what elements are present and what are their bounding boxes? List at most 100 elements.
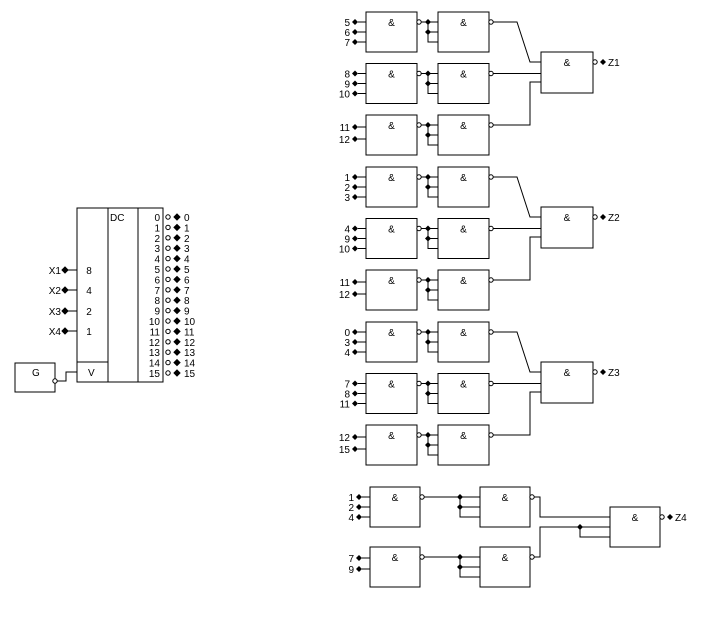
gate-input-terminal (352, 80, 358, 87)
and-gate-symbol: & (460, 18, 467, 29)
and-gate (365, 11, 418, 53)
decoder-output-label: 12 (184, 338, 196, 349)
decoder-output-index: 10 (149, 317, 161, 328)
and-gate-symbol: & (388, 18, 395, 29)
and-gate (437, 63, 490, 104)
final-output-label: Z3 (608, 368, 620, 379)
decoder-output-label: 10 (184, 317, 196, 328)
generator-output-bubble (52, 378, 58, 384)
gate-input-terminal (356, 514, 362, 520)
and-gate-symbol: & (460, 431, 467, 442)
group-z4: &124&&79&&Z4 (348, 486, 687, 588)
gate-input-terminal (356, 555, 362, 561)
and-gate-symbol: & (564, 58, 571, 69)
and-gate (437, 166, 490, 208)
decoder-output-index: 0 (154, 213, 160, 224)
tied-input-wire (459, 497, 480, 518)
and-gate (365, 114, 418, 156)
decoder-input-terminal (61, 286, 69, 294)
decoder-output-label: 3 (184, 244, 190, 255)
and-gate-symbol: & (564, 368, 571, 379)
gate-input-terminal (352, 329, 358, 335)
decoder-output-terminal (173, 358, 181, 367)
decoder-output-bubble (165, 245, 171, 251)
decoder-output-index: 14 (149, 359, 161, 370)
gate-output-bubble (419, 554, 425, 560)
gate-input-label: 5 (344, 18, 350, 29)
logic-groups: &567&&8910&&1112&&Z1&123&&4910&&1112&&Z2… (339, 11, 687, 588)
gate-input-terminal (352, 339, 358, 345)
decoder-output-label: 13 (184, 348, 196, 359)
final-output-bubble (592, 59, 598, 65)
decoder-enable-label: V (88, 368, 95, 379)
decoder-output-label: 11 (184, 327, 195, 338)
decoder-output-terminal (173, 327, 181, 336)
gate-input-label: 3 (344, 338, 350, 349)
final-output-label: Z4 (675, 513, 687, 524)
final-output-bubble (592, 369, 598, 375)
decoder-output-terminal (173, 223, 181, 232)
decoder-output-bubble (165, 255, 171, 262)
gate-output-bubble (488, 380, 494, 387)
gate-output-bubble (488, 432, 494, 438)
collector-wire (493, 391, 541, 436)
final-output-label: Z2 (608, 213, 620, 224)
decoder-input-terminal (61, 266, 69, 274)
decoder-output-terminal (173, 275, 181, 284)
decoder-output-bubble (165, 287, 171, 293)
and-gate-symbol: & (392, 493, 399, 504)
collector-wire (534, 496, 610, 518)
decoder-output-terminal (173, 213, 181, 221)
decoder-input-weight: 4 (86, 286, 92, 297)
gate-input-terminal (352, 90, 358, 97)
gate-input-label: 11 (340, 278, 351, 289)
gate-output-bubble (488, 329, 494, 335)
gate-input-label: 4 (348, 513, 354, 524)
and-gate-symbol: & (388, 380, 395, 391)
and-gate-symbol: & (388, 70, 395, 81)
generator-label: G (32, 368, 40, 379)
final-output-terminal (600, 214, 606, 220)
decoder-output-terminal (173, 338, 181, 346)
decoder-output-index: 2 (154, 234, 160, 245)
tied-input-wire (427, 177, 438, 198)
and-gate-symbol: & (502, 493, 509, 504)
decoder-output-index: 1 (154, 223, 160, 234)
and-gate (365, 269, 418, 311)
gate-input-terminal (352, 29, 358, 35)
and-gate-symbol: & (460, 276, 467, 287)
gate-input-label: 11 (340, 400, 351, 411)
decoder-output-terminal (173, 306, 181, 315)
gate-input-terminal (352, 194, 358, 200)
decoder-input-label: X1 (49, 266, 62, 277)
gate-input-label: 1 (344, 173, 350, 184)
gate-input-label: 7 (348, 554, 354, 565)
tied-input-wire (579, 527, 610, 538)
gate-output-bubble (416, 225, 422, 232)
decoder-output-terminal (173, 265, 181, 273)
gate-output-bubble (416, 329, 422, 335)
and-gate (540, 361, 594, 404)
and-gate (437, 114, 490, 156)
gate-input-terminal (352, 390, 358, 397)
final-output-terminal (600, 59, 606, 65)
and-gate-symbol: & (388, 225, 395, 236)
gate-output-bubble (488, 174, 494, 180)
tied-input-wire (427, 125, 438, 146)
gate-input-terminal (352, 70, 358, 77)
gate-output-bubble (488, 277, 494, 283)
decoder-output-terminal (173, 317, 181, 325)
gate-input-terminal (356, 494, 362, 500)
generator-enable-wire (57, 371, 77, 382)
decoder-input-terminal (61, 307, 69, 315)
gate-output-bubble (416, 122, 422, 128)
tied-input-wire (427, 73, 438, 94)
and-gate-symbol: & (460, 121, 467, 132)
gate-input-terminal (356, 566, 362, 572)
gate-input-label: 12 (339, 433, 351, 444)
decoder-input-weight: 1 (86, 327, 92, 338)
tied-input-wire (427, 332, 438, 353)
decoder-output-bubble (165, 339, 171, 345)
